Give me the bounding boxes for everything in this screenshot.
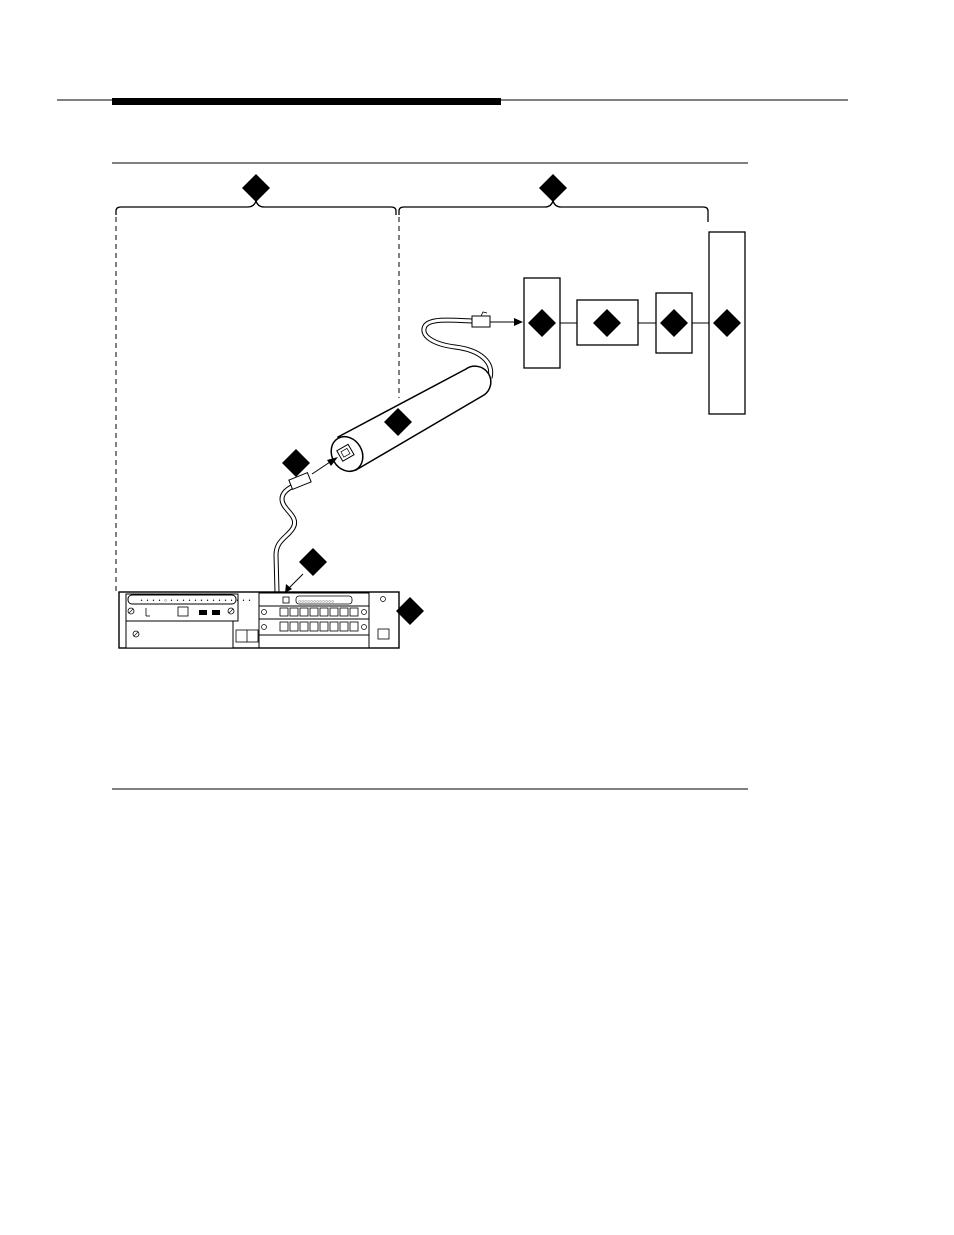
right-brace [399,201,708,222]
callout-port-icon [299,548,327,576]
control-cabinet-icon: • • • • ○ • • • • • • • • • • • • • • ○○… [119,592,399,648]
left-brace [116,201,396,215]
callout-group [242,174,741,625]
callout-bracket-right-icon [539,174,567,202]
header-thick-bar [112,98,501,105]
page-header [57,98,848,105]
patch-cord [276,457,338,592]
callout-chassis-icon [396,597,424,625]
port-leader [288,574,303,589]
svg-text:○○○○○○○○○○○○: ○○○○○○○○○○○○ [298,599,334,605]
modular-plug-icon [472,316,490,327]
callout-bracket-left-icon [242,174,270,202]
equipment-chain [524,232,745,414]
svg-text:• • • • ○ • • • • • • • • • •: • • • • ○ • • • • • • • • • • • • • • [140,598,251,604]
modular-plug-icon [289,473,311,490]
